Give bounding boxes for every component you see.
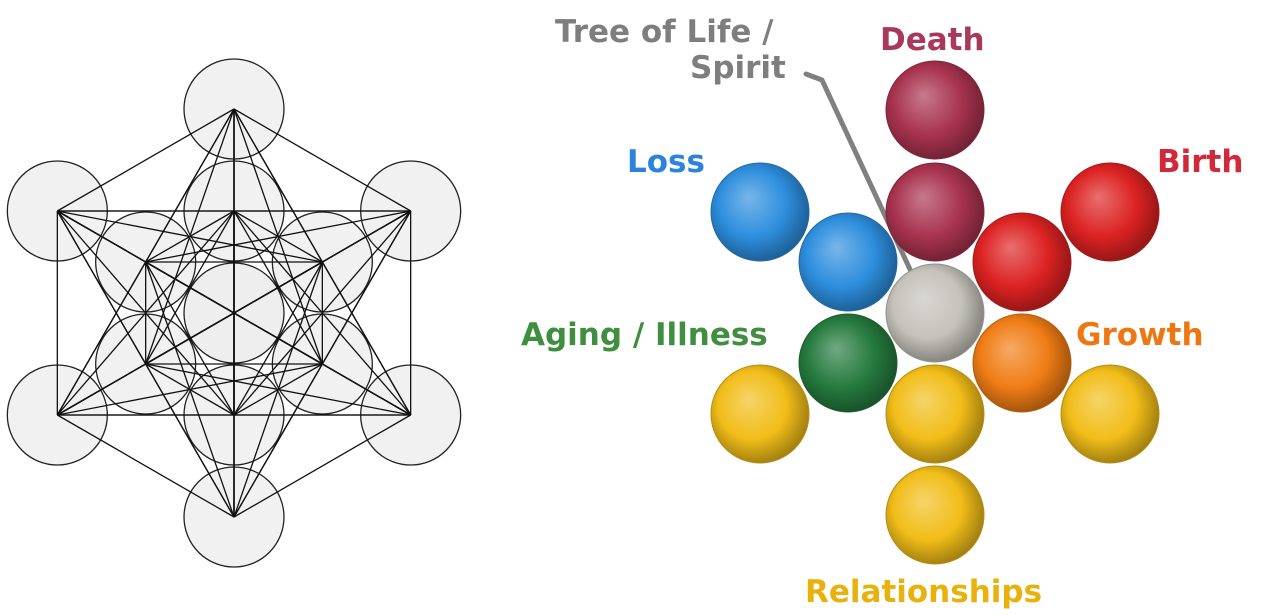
cube-line [57,108,235,212]
cube-lines [56,108,412,518]
cube-line [233,414,411,518]
label-loss: Loss [627,144,705,180]
sphere-relationships-left [710,364,810,464]
cube-line [145,363,411,416]
sphere-birth-inner [972,212,1072,312]
cube-line [57,414,235,518]
cube-line [145,261,235,518]
sphere-relationships-inner [885,364,985,464]
label-tree-of-life-line1: Tree of Life / [555,14,774,50]
spirit-pointer-line [803,71,917,281]
cube-line [145,108,235,365]
label-aging-illness: Aging / Illness [521,317,768,353]
label-growth: Growth [1076,317,1204,353]
cube-line [145,210,411,263]
cube-line [56,210,235,518]
sphere-relationships-outer [885,465,985,565]
label-birth: Birth [1157,144,1243,180]
label-death: Death [880,22,985,58]
sphere-death-outer [885,60,985,160]
label-tree-of-life-line2: Spirit [690,50,786,86]
cube-line [57,210,411,416]
spheres-group [710,60,1160,565]
cube-line [233,108,411,212]
label-relationships: Relationships [805,574,1042,610]
cube-line [233,210,412,416]
sphere-aging-illness-inner [798,313,898,413]
metatrons-cube [6,58,462,568]
sphere-birth-outer [1060,162,1160,262]
sphere-relationships-right [1060,364,1160,464]
sphere-loss-inner [798,212,898,312]
sphere-death-inner [885,162,985,262]
sphere-spirit-center [885,263,985,363]
sphere-loss-outer [710,162,810,262]
sphere-growth-inner [972,313,1072,413]
